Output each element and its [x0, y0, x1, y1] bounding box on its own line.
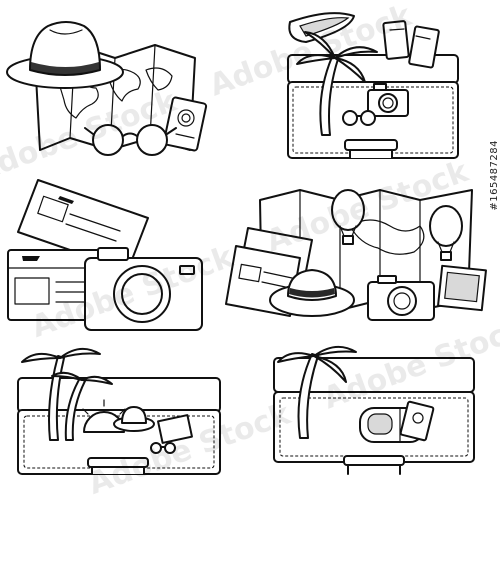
camera-large-icon	[84, 247, 203, 331]
surfboard-icon	[288, 12, 355, 43]
palm-tree-pair-icon	[21, 347, 113, 441]
passport-icon	[162, 96, 208, 152]
sunglasses-tiny-icon	[150, 442, 176, 454]
sunglasses-small-icon	[342, 110, 376, 126]
hot-air-balloon-right-icon	[429, 205, 463, 261]
hot-air-balloon-left-icon	[331, 189, 365, 245]
palm-tree-icon	[296, 31, 378, 136]
scene-suitcase-bag	[273, 345, 475, 475]
scene-map-balloons	[225, 189, 487, 321]
scene-suitcase-palms	[17, 347, 221, 475]
palm-tree-single-icon	[277, 345, 357, 439]
scene-suitcase-beach	[287, 12, 459, 159]
camera-small-icon	[367, 83, 409, 117]
sunglasses-icon	[84, 124, 177, 156]
open-suitcase-right-icon	[273, 357, 475, 475]
fedora-hat-icon	[6, 21, 124, 89]
tickets-icon	[382, 20, 440, 69]
passport-small-icon	[399, 400, 435, 442]
scene-hat-map	[6, 21, 208, 156]
travel-icons-artwork	[6, 12, 487, 475]
sun-icon	[82, 399, 126, 433]
camera-medium-icon	[367, 275, 435, 321]
stock-id-label: #165487284	[489, 140, 500, 211]
fedora-hat-small-icon	[269, 269, 355, 317]
beach-hat-icon	[113, 406, 155, 432]
photo-print-icon	[437, 264, 487, 312]
postcard-icon	[157, 414, 193, 444]
scene-tickets-camera	[7, 179, 203, 331]
